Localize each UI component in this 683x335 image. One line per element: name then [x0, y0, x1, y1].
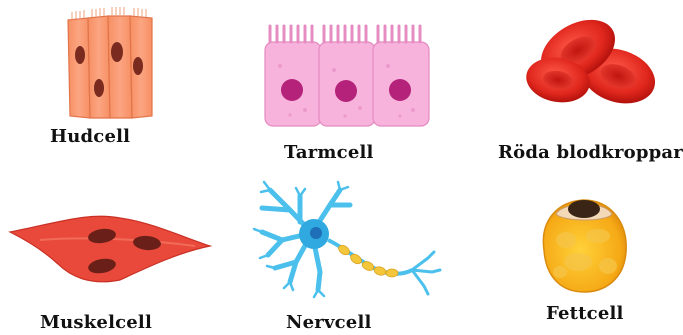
- cell-label-hudcell: Hudcell: [50, 126, 130, 147]
- cell-label-roda-blodkroppar: Röda blodkroppar: [498, 142, 683, 163]
- cell-label-nervcell: Nervcell: [286, 312, 372, 333]
- cell-label-fettcell: Fettcell: [546, 303, 624, 324]
- muscle-cell-icon: [10, 216, 210, 282]
- fat-cell-icon: [543, 200, 626, 292]
- cell-label-muskelcell: Muskelcell: [40, 312, 152, 333]
- red-blood-cell-icon: [523, 7, 663, 112]
- nerve-cell-icon: [254, 182, 440, 297]
- cell-label-tarmcell: Tarmcell: [284, 142, 374, 163]
- skin-cell-icon: [68, 7, 152, 118]
- intestinal-cell-icon: [265, 26, 429, 126]
